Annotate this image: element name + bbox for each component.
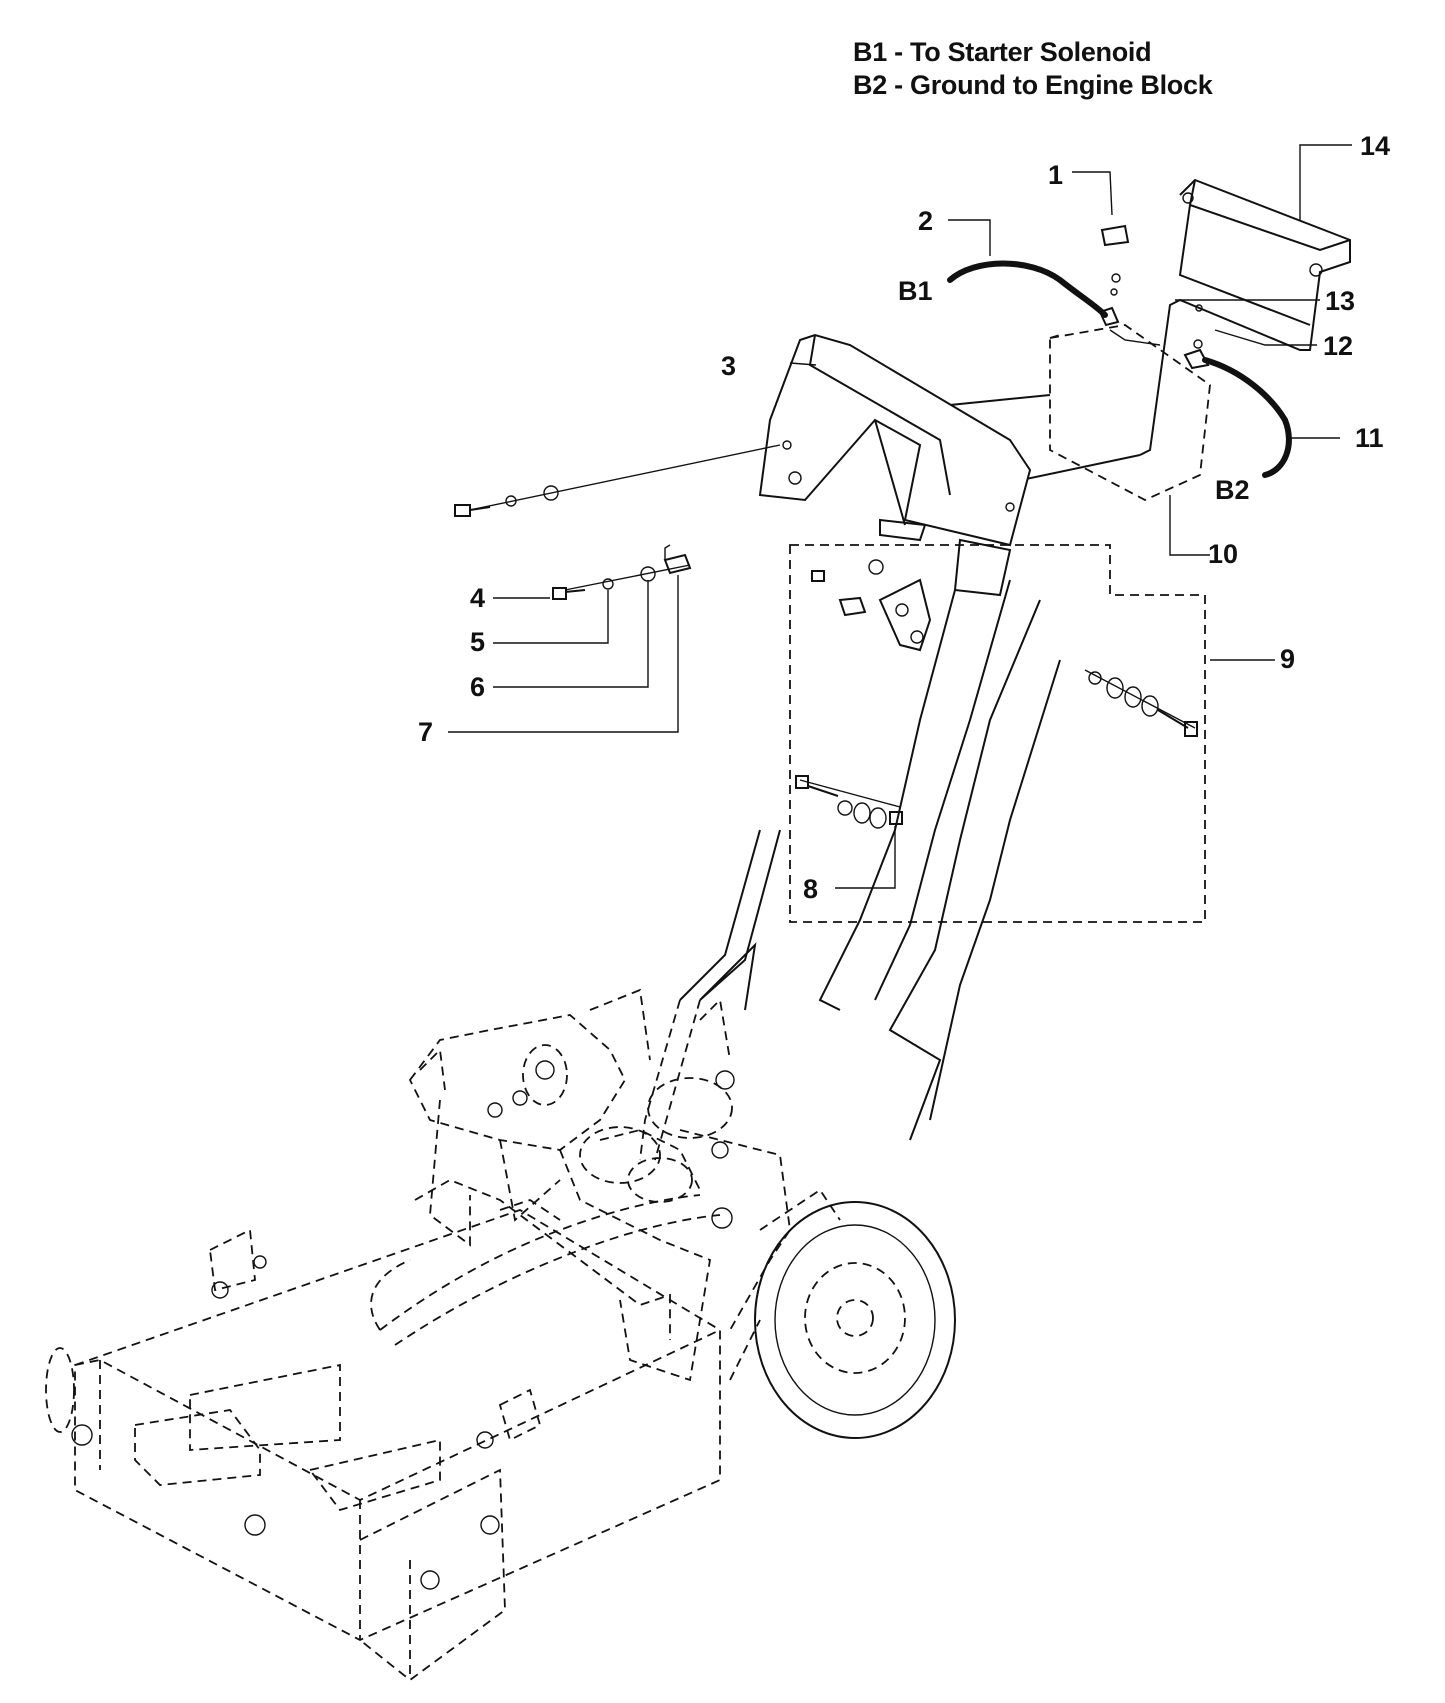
- callout-11: 11: [1355, 423, 1384, 453]
- fuse-and-terminal: [1098, 224, 1210, 370]
- callout-6: 6: [470, 672, 485, 702]
- control-panel-cover: [758, 333, 1032, 547]
- positive-cable: [947, 260, 1108, 318]
- callout-b1: B1: [898, 276, 933, 306]
- handle-mount-bolts: [795, 669, 1198, 829]
- callout-14: 14: [1360, 131, 1390, 161]
- handle-mount-kit-group: [789, 544, 1206, 923]
- callout-12: 12: [1323, 331, 1353, 361]
- handle-tubes: [639, 538, 1061, 1161]
- ignition-switch-bracket: [811, 559, 932, 652]
- rear-wheel: [729, 1188, 956, 1439]
- engine-drive-assembly: [370, 988, 791, 1382]
- panel-bolts: [454, 444, 781, 600]
- callout-1: 1: [1048, 160, 1063, 190]
- callout-8: 8: [803, 874, 818, 904]
- callout-13: 13: [1325, 286, 1355, 316]
- legend: B1 - To Starter Solenoid B2 - Ground to …: [853, 36, 1213, 102]
- callout-2: 2: [918, 206, 933, 236]
- callout-b2: B2: [1215, 475, 1250, 505]
- deck-fasteners: [487, 1060, 735, 1229]
- callout-9: 9: [1280, 644, 1295, 674]
- callout-5: 5: [470, 627, 485, 657]
- legend-b2: B2 - Ground to Engine Block: [853, 70, 1213, 100]
- battery-hold-down-bracket: [1139, 178, 1351, 456]
- callout-10: 10: [1208, 539, 1238, 569]
- legend-b1: B1 - To Starter Solenoid: [853, 37, 1152, 67]
- battery: [1049, 324, 1211, 502]
- callout-labels: 1 2 3 4 5 6 7 8 9 10 11 12 13 14 B1 B2: [418, 131, 1390, 904]
- leader-lines: [448, 144, 1352, 889]
- callout-3: 3: [721, 351, 736, 381]
- callout-7: 7: [418, 717, 433, 747]
- mower-deck: [45, 1179, 721, 1682]
- callout-4: 4: [470, 583, 485, 613]
- negative-cable: [1202, 357, 1292, 478]
